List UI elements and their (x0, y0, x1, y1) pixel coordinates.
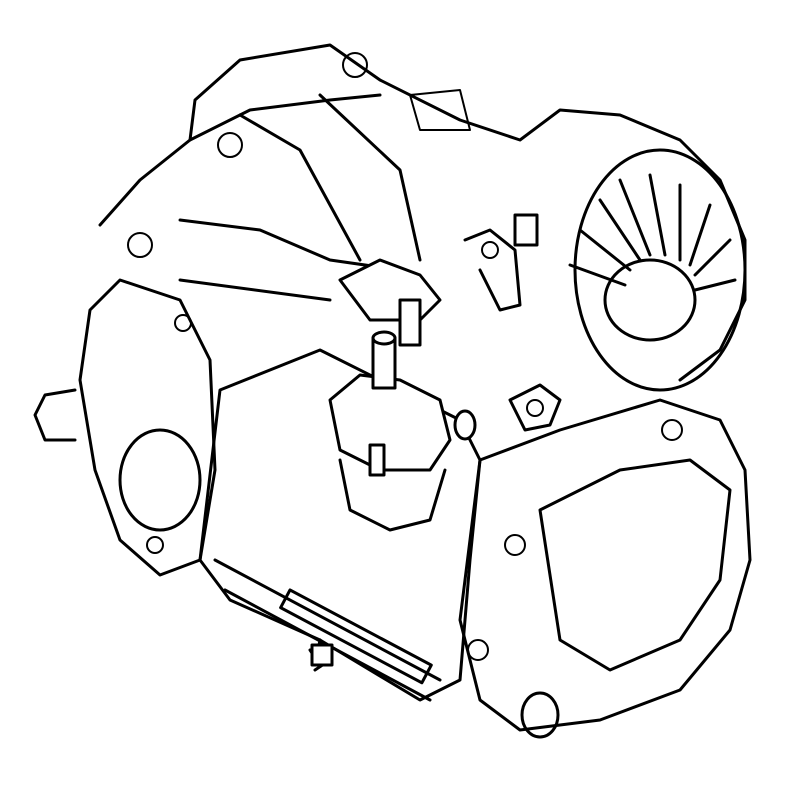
top-bracket (310, 89, 539, 667)
right-bellhousing (568, 148, 747, 392)
main-housing (98, 43, 747, 382)
left-flange (33, 278, 217, 577)
shift-mechanism (328, 258, 562, 532)
end-cover (458, 398, 752, 739)
